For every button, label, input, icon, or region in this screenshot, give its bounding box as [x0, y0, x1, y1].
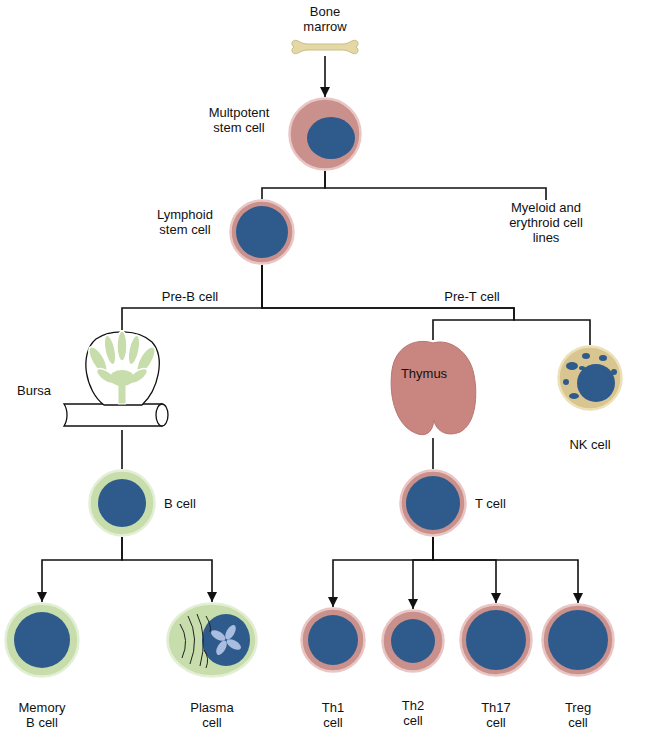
nk-cell: NK cell	[557, 345, 623, 411]
t-cell: T cell	[399, 469, 467, 537]
helper-t-cell-shape	[459, 603, 533, 677]
cell-label: Th2 cell	[392, 698, 434, 728]
helper-t-cell: Th1 cell	[300, 607, 366, 673]
stem-cell: Multpotent stem cell	[288, 97, 362, 171]
lineage-connector	[333, 537, 433, 607]
lineage-connector	[262, 265, 590, 345]
lineage-connector	[432, 438, 434, 469]
cell-label: T cell	[475, 496, 525, 511]
cell-label: Multpotent stem cell	[196, 105, 282, 135]
lineage-connector	[262, 171, 325, 199]
t-cell-shape	[399, 469, 467, 537]
regulatory-t-cell: Treg cell	[541, 603, 615, 677]
plasma-cell-shape	[166, 602, 258, 678]
cell-label: B cell	[164, 496, 214, 511]
nk-cell-shape	[557, 345, 623, 411]
cell-label: Th17 cell	[475, 700, 517, 730]
cell-label: Plasma cell	[185, 700, 239, 730]
stem-cell-shape	[288, 97, 362, 171]
lineage-connector	[262, 265, 514, 340]
precursor-label: Pre-T cell	[442, 289, 501, 304]
plasma-cell: Plasma cell	[166, 602, 258, 678]
lineage-connector	[413, 537, 433, 609]
cell-label: Treg cell	[557, 700, 599, 730]
lineage-connector	[122, 265, 262, 330]
memory-b-cell: Memory B cell	[4, 602, 80, 678]
lineage-connector	[324, 56, 326, 97]
stem-cell: Lymphoid stem cell	[229, 199, 295, 265]
regulatory-t-cell-shape	[541, 603, 615, 677]
cell-label: Bone marrow	[295, 4, 355, 34]
cell-line-note: Myeloid and erythroid cell lines	[506, 200, 586, 245]
helper-t-cell-shape	[381, 609, 445, 673]
cell-label: Thymus	[394, 366, 454, 381]
cell-label: Th1 cell	[312, 700, 354, 730]
helper-t-cell: Th2 cell	[381, 609, 445, 673]
stem-cell-shape	[229, 199, 295, 265]
lineage-connector	[433, 537, 578, 603]
lineage-connector	[433, 537, 496, 603]
memory-b-cell-shape	[4, 602, 80, 678]
bursa-organ: Bursa	[62, 330, 182, 430]
precursor-label: Pre-B cell	[160, 289, 220, 304]
cell-label: Memory B cell	[14, 700, 70, 730]
bone-illustration-shape	[290, 38, 360, 56]
cell-label: Bursa	[12, 383, 56, 398]
lineage-connector	[42, 537, 122, 602]
b-cell-shape	[88, 469, 156, 537]
bone-illustration: Bone marrow	[290, 38, 360, 56]
helper-t-cell: Th17 cell	[459, 603, 533, 677]
lineage-connector	[325, 171, 546, 200]
cell-label: Lymphoid stem cell	[147, 207, 223, 237]
helper-t-cell-shape	[300, 607, 366, 673]
cell-label: Myeloid and erythroid cell lines	[506, 200, 586, 245]
thymus-organ-shape	[388, 340, 478, 438]
thymus-organ: Thymus	[388, 340, 478, 438]
b-cell: B cell	[88, 469, 156, 537]
lineage-connector	[121, 430, 123, 469]
lineage-connector	[122, 537, 212, 602]
bursa-organ-shape	[62, 330, 182, 430]
cell-label: NK cell	[560, 437, 620, 452]
